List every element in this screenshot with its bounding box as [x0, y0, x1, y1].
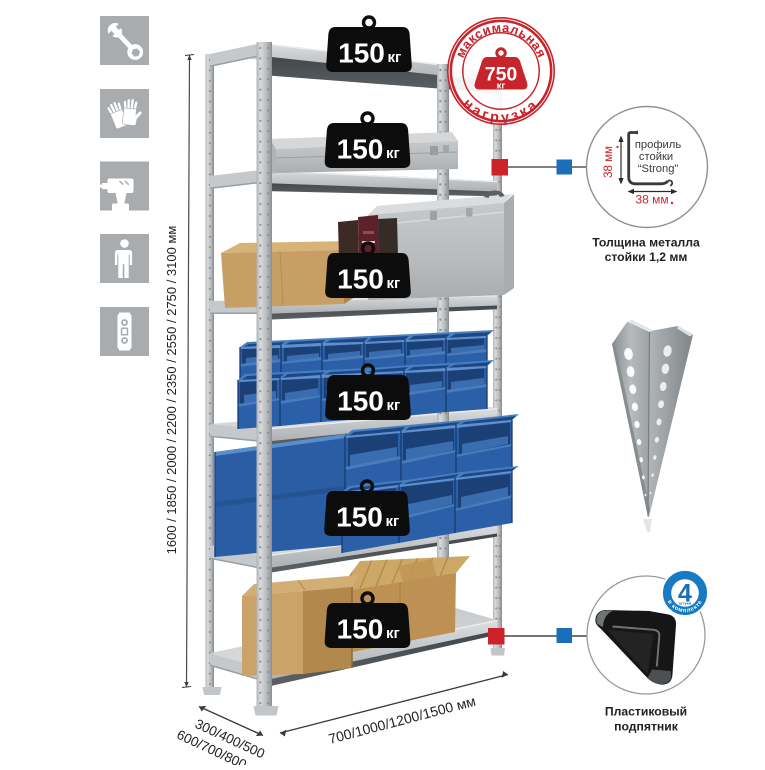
svg-text:Пластиковый: Пластиковый — [605, 705, 687, 719]
svg-text:штуки: штуки — [679, 601, 692, 606]
svg-text:профиль: профиль — [635, 139, 681, 151]
svg-text:150: 150 — [337, 134, 384, 165]
svg-text:кг: кг — [387, 275, 401, 292]
svg-text:4: 4 — [678, 580, 692, 608]
svg-text:1600 / 1850 / 2000 / 2200 / 23: 1600 / 1850 / 2000 / 2200 / 2350 / 2550 … — [164, 226, 179, 555]
svg-text:750: 750 — [485, 64, 518, 86]
svg-text:38 мм: 38 мм — [603, 146, 615, 178]
svg-text:кг: кг — [387, 397, 401, 414]
svg-text:Толщина металла: Толщина металла — [592, 236, 700, 250]
svg-text:кг: кг — [388, 49, 402, 66]
svg-text:кг: кг — [497, 81, 506, 92]
svg-text:“Strong”: “Strong” — [638, 163, 679, 175]
svg-text:38 мм: 38 мм — [635, 193, 668, 207]
svg-text:150: 150 — [337, 386, 384, 417]
svg-text:150: 150 — [337, 614, 384, 645]
svg-text:стойки: стойки — [639, 151, 673, 163]
svg-text:подпятник: подпятник — [614, 720, 679, 734]
svg-text:кг: кг — [386, 625, 400, 642]
svg-text:кг: кг — [386, 513, 400, 530]
svg-text:150: 150 — [338, 38, 385, 69]
svg-text:150: 150 — [337, 264, 384, 295]
svg-text:150: 150 — [336, 502, 383, 533]
svg-text:стойки 1,2 мм: стойки 1,2 мм — [605, 250, 688, 264]
svg-text:кг: кг — [386, 145, 400, 162]
